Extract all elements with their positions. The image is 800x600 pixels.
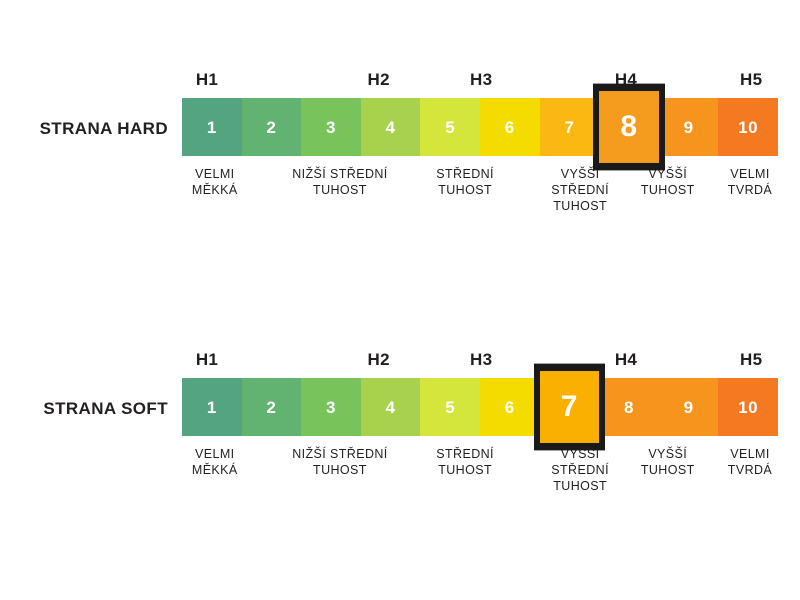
segment-1-soft[interactable]: 1 — [182, 378, 242, 436]
group-label-h1-hard: H1 — [195, 70, 219, 89]
group-label-h1-soft: H1 — [195, 350, 219, 369]
segment-3-hard[interactable]: 3 — [301, 98, 361, 156]
segment-number: 1 — [206, 397, 217, 417]
segment-strip-hard: 1 2 3 4 5 6 7 8 9 10 — [182, 83, 778, 171]
bar-area-soft: H1 H2 H3 H4 H5 1 2 3 4 5 6 7 8 9 10 VELMI MĚKKÁ NIŽŠÍ … — [182, 350, 778, 506]
caption-1-soft: VELMI MĚKKÁ — [191, 447, 238, 477]
scale-label-hard: STRANA HARD — [39, 119, 168, 138]
caption-6-hard: VELMI TVRDÁ — [727, 167, 773, 197]
segment-7-soft-selected[interactable]: 7 — [533, 363, 606, 451]
caption-row-soft: VELMI MĚKKÁ NIŽŠÍ STŘEDNÍ TUHOST STŘEDNÍ T… — [182, 436, 778, 506]
caption-3-soft: STŘEDNÍ TUHOST — [436, 447, 494, 477]
segment-2-hard[interactable]: 2 — [241, 98, 302, 156]
segment-number: 7 — [564, 117, 575, 137]
scale-label-soft: STRANA SOFT — [43, 399, 168, 418]
caption-2-soft: NIŽŠÍ STŘEDNÍ TUHOST — [292, 447, 388, 477]
segment-number: 5 — [445, 397, 456, 417]
caption-2-hard: NIŽŠÍ STŘEDNÍ TUHOST — [292, 167, 388, 197]
segment-4-soft[interactable]: 4 — [360, 378, 421, 436]
segment-number: 7 — [560, 390, 578, 423]
segment-number: 8 — [620, 110, 638, 143]
caption-row-hard: VELMI MĚKKÁ NIŽŠÍ STŘEDNÍ TUHOST STŘEDNÍ T… — [182, 156, 778, 226]
segment-8-soft[interactable]: 8 — [599, 378, 659, 436]
segment-number: 6 — [504, 397, 515, 417]
group-label-h3-hard: H3 — [470, 70, 493, 89]
caption-4-soft: VYŠŠÍ STŘEDNÍ TUHOST — [551, 447, 609, 493]
group-label-h4-soft: H4 — [614, 350, 638, 369]
segment-number: 2 — [266, 117, 277, 137]
group-label-row-soft: H1 H2 H3 H4 H5 — [182, 350, 778, 378]
segment-9-soft[interactable]: 9 — [658, 378, 719, 436]
segment-number: 5 — [445, 117, 456, 137]
segment-10-hard[interactable]: 10 — [718, 98, 778, 156]
segment-number: 10 — [738, 117, 759, 137]
segment-number: 4 — [385, 117, 396, 137]
group-label-h5-soft: H5 — [740, 350, 763, 369]
segment-number: 3 — [326, 117, 336, 137]
segment-number: 1 — [206, 117, 217, 137]
group-label-h2-soft: H2 — [367, 350, 390, 369]
segment-4-hard[interactable]: 4 — [360, 98, 421, 156]
segment-7-hard[interactable]: 7 — [539, 98, 600, 156]
caption-4-hard: VYŠŠÍ STŘEDNÍ TUHOST — [551, 167, 609, 213]
segment-number: 9 — [683, 397, 694, 417]
segment-5-soft[interactable]: 5 — [420, 378, 480, 436]
segment-number: 9 — [683, 117, 694, 137]
segment-number: 10 — [738, 397, 759, 417]
group-label-h4-hard: H4 — [614, 70, 638, 89]
group-label-row-hard: H1 H2 H3 H4 H5 — [182, 70, 778, 98]
group-label-h2-hard: H2 — [367, 70, 390, 89]
caption-6-soft: VELMI TVRDÁ — [727, 447, 773, 477]
segment-1-hard[interactable]: 1 — [182, 98, 242, 156]
segment-number: 6 — [504, 117, 515, 137]
segment-number: 3 — [326, 397, 336, 417]
segment-6-soft[interactable]: 6 — [479, 378, 540, 436]
bar-area-hard: H1 H2 H3 H4 H5 1 2 3 4 5 6 7 8 9 10 VELMI MĚKKÁ NIŽŠÍ … — [182, 70, 778, 226]
segment-5-hard[interactable]: 5 — [420, 98, 480, 156]
caption-5-hard: VYŠŠÍ TUHOST — [640, 167, 695, 197]
segment-10-soft[interactable]: 10 — [718, 378, 778, 436]
segment-8-hard-selected[interactable]: 8 — [593, 83, 665, 171]
segment-3-soft[interactable]: 3 — [301, 378, 361, 436]
segment-6-hard[interactable]: 6 — [479, 98, 540, 156]
segment-9-hard[interactable]: 9 — [658, 98, 719, 156]
group-label-h5-hard: H5 — [740, 70, 763, 89]
segment-number: 8 — [623, 397, 634, 417]
group-label-h3-soft: H3 — [470, 350, 493, 369]
caption-3-hard: STŘEDNÍ TUHOST — [436, 167, 494, 197]
segment-number: 2 — [266, 397, 277, 417]
segment-strip-soft: 1 2 3 4 5 6 7 8 9 10 — [182, 363, 778, 451]
segment-2-soft[interactable]: 2 — [241, 378, 302, 436]
segment-number: 4 — [385, 397, 396, 417]
caption-5-soft: VYŠŠÍ TUHOST — [640, 447, 695, 477]
caption-1-hard: VELMI MĚKKÁ — [191, 167, 238, 197]
